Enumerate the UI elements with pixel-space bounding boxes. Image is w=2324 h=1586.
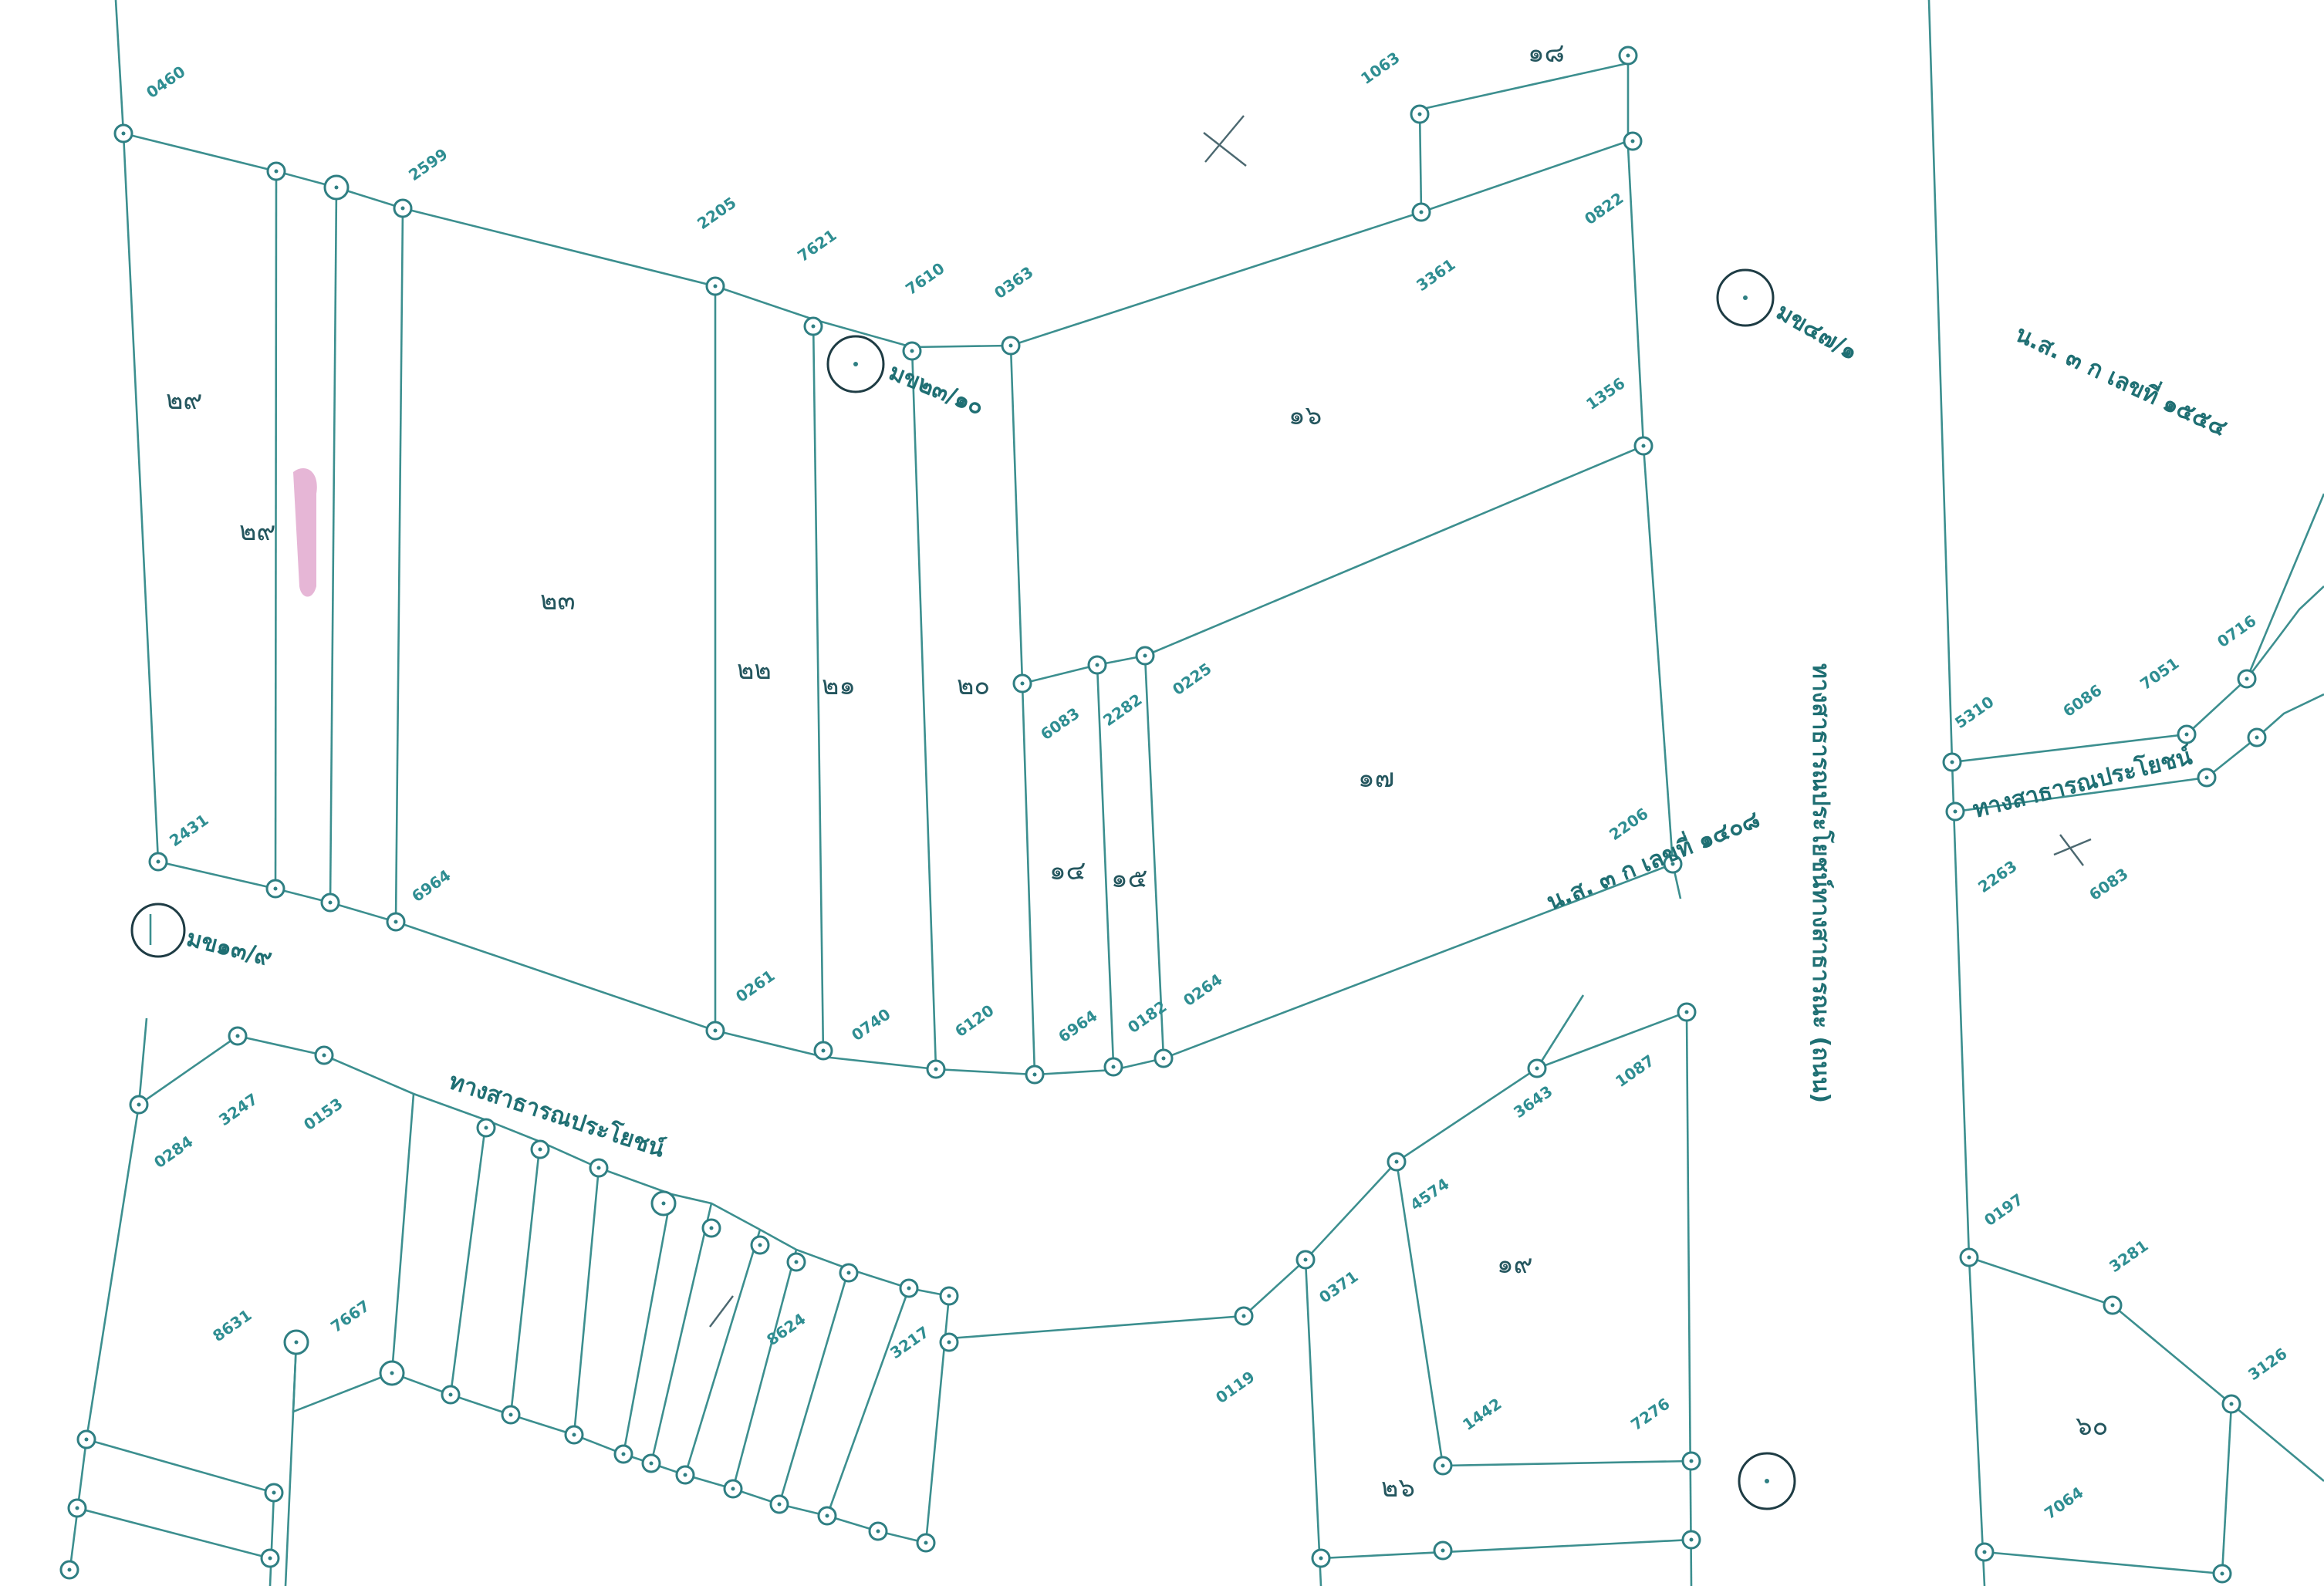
parcel-number: ๖๐ — [2076, 1411, 2108, 1442]
station-code: 3643 — [1510, 1082, 1556, 1122]
station-code: 6120 — [951, 1001, 997, 1041]
station-code: 0264 — [1180, 970, 1225, 1011]
station-code: 8631 — [209, 1306, 255, 1346]
station-code: 3247 — [215, 1090, 261, 1130]
parcel-number-labels: ๒๙ ๒๙ ๒๓ ๒๒ ๒๑ ๒๐ ๑๖ ๑๗ ๑๔ ๑๕ ๑๙ ๑๘ ๒๖ ๖… — [166, 38, 2108, 1503]
station-code: 0119 — [1212, 1368, 1258, 1408]
station-code: 0822 — [1581, 189, 1626, 229]
parcel-number: ๒๓ — [540, 585, 576, 616]
station-code: 3126 — [2245, 1345, 2290, 1385]
benchmark-label: มข๑๓/๙ — [184, 925, 275, 972]
station-code: 6964 — [1055, 1007, 1100, 1047]
benchmark-markers — [130, 268, 1796, 1510]
benchmark-label: มข๒๓/๑๐ — [885, 359, 988, 421]
parcel-number: ๒๐ — [957, 670, 990, 701]
road-label: ทางสาธารณประโยชน์ทางสาธารณะ (ถนน) — [1807, 663, 1836, 1103]
ns3k-label: น.ส. ๓ ก เลขที่ ๑๔๐๘ — [1542, 802, 1764, 916]
station-code: 2205 — [694, 194, 739, 234]
station-code: 5310 — [1951, 693, 1997, 733]
station-code: 1063 — [1357, 49, 1403, 89]
station-code: 1087 — [1612, 1051, 1657, 1092]
station-code: 0460 — [143, 62, 188, 103]
station-code: 8624 — [763, 1310, 809, 1350]
station-code: 2206 — [1606, 805, 1651, 845]
station-code: 7667 — [327, 1297, 373, 1337]
station-code: 2282 — [1100, 690, 1145, 731]
parcel-number: ๒๑ — [822, 670, 856, 701]
station-code: 2599 — [405, 145, 451, 185]
station-code: 0284 — [150, 1132, 196, 1173]
station-code: 7276 — [1627, 1395, 1673, 1435]
station-code: 2263 — [1974, 857, 2020, 897]
parcel-number: ๒๙ — [166, 385, 202, 416]
station-code: 4574 — [1407, 1175, 1452, 1215]
station-code: 3361 — [1413, 255, 1458, 295]
station-code: 3281 — [2106, 1237, 2151, 1277]
station-code: 2431 — [166, 811, 211, 851]
station-code: 6083 — [2086, 865, 2131, 905]
station-code-labels: 0460 2599 2205 7621 7610 0363 1063 0822 … — [143, 49, 2290, 1524]
station-code: 6964 — [408, 866, 454, 906]
station-code: 6083 — [1037, 704, 1083, 744]
station-code: 0153 — [300, 1095, 346, 1135]
station-code: 7064 — [2041, 1483, 2086, 1524]
pink-mark — [293, 468, 317, 597]
station-code: 0716 — [2214, 612, 2259, 652]
parcel-number: ๑๗ — [1358, 763, 1394, 794]
parcel-number: ๒๖ — [1381, 1473, 1415, 1503]
ns3k-label: น.ส. ๓ ก เลขที่ ๑๕๕๔ — [2012, 317, 2233, 442]
station-code: 7051 — [2137, 654, 2182, 694]
parcel-number: ๒๙ — [239, 516, 275, 547]
station-code: 0261 — [732, 967, 778, 1007]
public-way-label: ทางสาธารณประโยชน์ — [1970, 741, 2195, 824]
annotations: ทางสาธารณประโยชน์ทางสาธารณะ (ถนน) น.ส. ๓… — [184, 299, 2233, 1163]
station-code: 0371 — [1316, 1267, 1361, 1308]
parcel-number: ๑๕ — [1111, 863, 1147, 894]
station-code: 7610 — [902, 259, 948, 299]
parcel-number: ๒๒ — [737, 655, 772, 686]
survey-points — [59, 46, 2267, 1584]
station-code: 7621 — [794, 226, 839, 266]
station-code: 0740 — [848, 1005, 893, 1045]
station-code: 0363 — [991, 263, 1036, 303]
parcel-number: ๑๙ — [1497, 1249, 1532, 1280]
station-code: 0225 — [1169, 660, 1214, 700]
parcel-number: ๑๖ — [1289, 400, 1322, 431]
cross-marks — [709, 115, 2092, 1328]
benchmark-label: มข๔๗/๑ — [1772, 299, 1863, 366]
station-code: 0197 — [1981, 1190, 2026, 1230]
station-code: 1442 — [1459, 1395, 1505, 1435]
station-code: 1356 — [1583, 374, 1628, 414]
station-code: 6086 — [2059, 681, 2105, 721]
parcel-number: ๑๘ — [1528, 38, 1565, 69]
parcel-number: ๑๔ — [1049, 855, 1086, 886]
